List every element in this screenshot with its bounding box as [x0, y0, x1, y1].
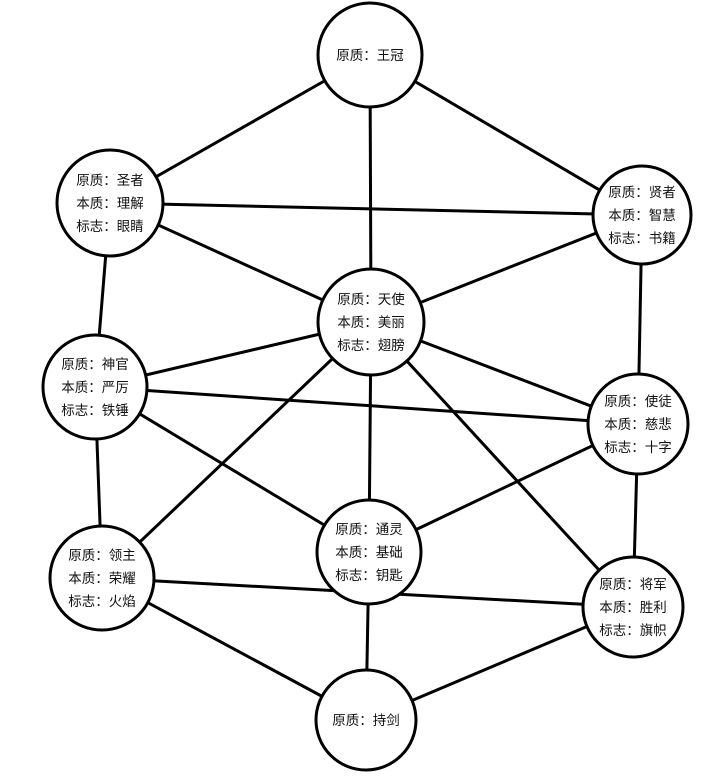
node-label: 原质：通灵: [335, 522, 403, 538]
edge-shengzhe-xianzhe: [109, 201, 643, 217]
node-label: 原质：天使: [337, 291, 405, 308]
node-label: 本质：慈悲: [604, 416, 672, 433]
node-label: 原质：神官: [61, 357, 129, 373]
edge-shenguan-shitu: [94, 385, 639, 426]
node-circle: [55, 148, 165, 258]
edge-tianshi-jiangjun: [369, 320, 635, 609]
node-label: 本质：美丽: [337, 315, 405, 331]
node-circle: [316, 1, 424, 109]
node-circle: [48, 524, 156, 632]
node-circle: [581, 555, 685, 659]
node-label: 本质：智慧: [608, 208, 676, 224]
node-circle: [316, 267, 426, 377]
node-label: 本质：荣耀: [68, 571, 136, 587]
node-label: 标志：铁锤: [61, 403, 129, 419]
node-label: 标志：十字: [604, 440, 672, 456]
node-chijian: 原质：持剑: [314, 668, 418, 772]
node-label: 原质：圣者: [76, 173, 144, 189]
node-label: 标志：火焰: [68, 594, 136, 610]
connection-lines: [93, 53, 644, 722]
node-label: 原质：将军: [599, 577, 667, 593]
node-circle: [314, 668, 418, 772]
node-label: 本质：理解: [76, 196, 144, 212]
node-label: 标志：翅膀: [337, 337, 405, 354]
node-circle: [315, 498, 423, 606]
node-label: 原质：持剑: [332, 713, 400, 729]
node-label: 标志：钥匙: [335, 568, 403, 584]
node-label: 本质：基础: [335, 544, 403, 561]
node-label: 原质：王冠: [336, 48, 404, 64]
edge-tianshi-lingzhu: [100, 320, 373, 580]
node-label: 原质：贤者: [608, 185, 676, 201]
node-circle: [41, 333, 149, 441]
node-label: 本质：胜利: [599, 600, 667, 616]
node-circle: [586, 372, 690, 476]
node-label: 原质：领主: [68, 548, 136, 564]
node-wangguan: 原质：王冠: [316, 1, 424, 109]
node-label: 标志：书籍: [608, 230, 676, 247]
node-label: 标志：眼睛: [76, 219, 144, 235]
node-circle: [591, 164, 693, 266]
node-label: 标志：旗帜: [599, 623, 667, 639]
node-label: 原质：使徒: [604, 393, 672, 410]
node-label: 本质：严厉: [61, 380, 129, 396]
